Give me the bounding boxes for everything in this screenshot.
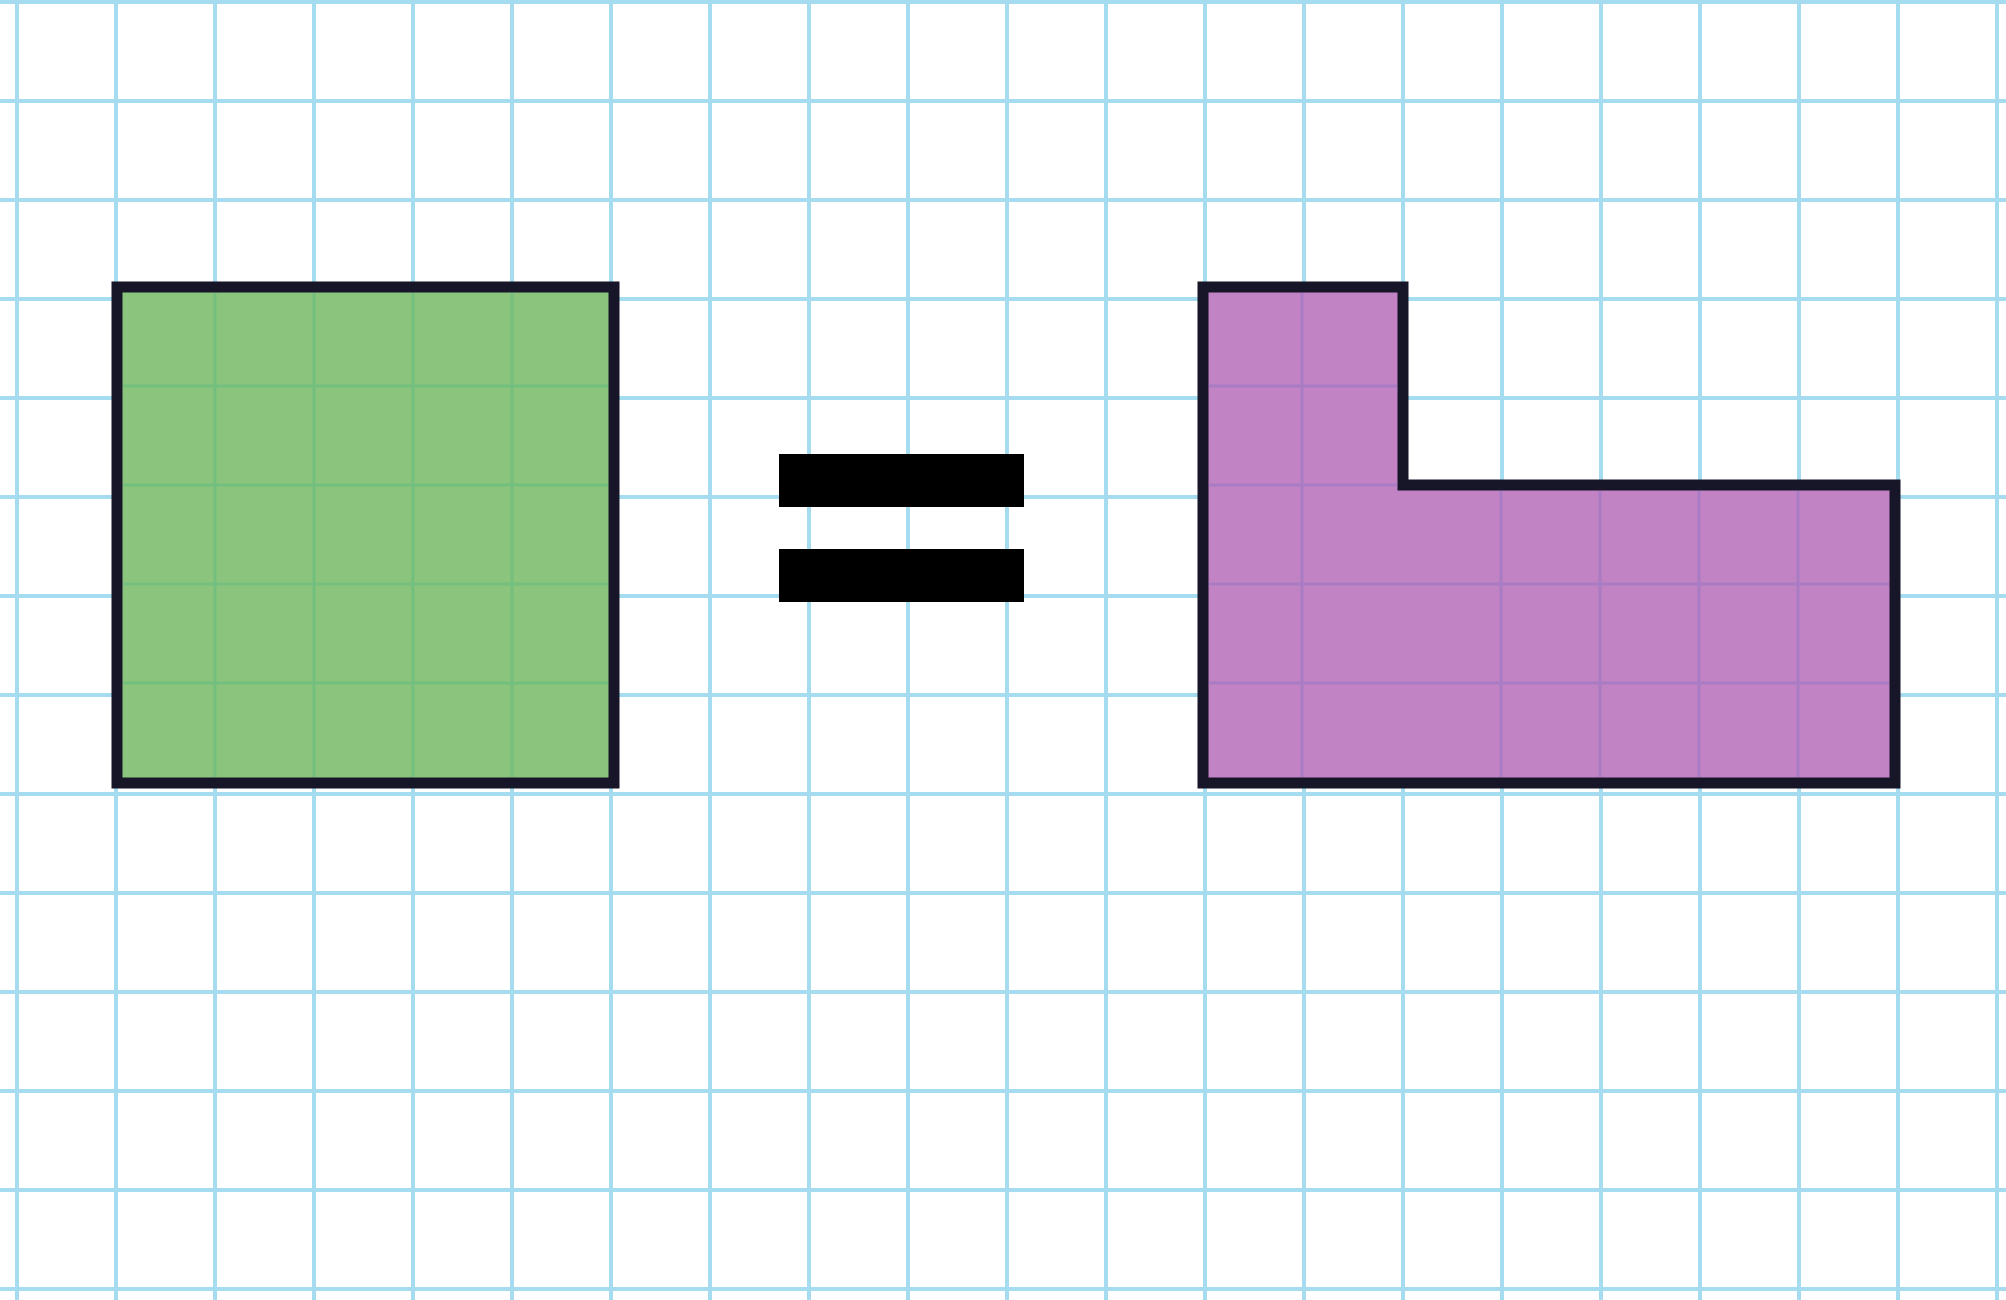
equals-top-bar: [779, 454, 1024, 507]
green-square-shape: [111, 281, 620, 789]
equals-sign: [779, 454, 1024, 602]
green-square-inner-grid: [123, 293, 608, 777]
equals-bottom-bar: [779, 549, 1024, 602]
purple-l-inner-grid: [1209, 293, 1889, 777]
purple-l-shape: [1197, 281, 1901, 789]
